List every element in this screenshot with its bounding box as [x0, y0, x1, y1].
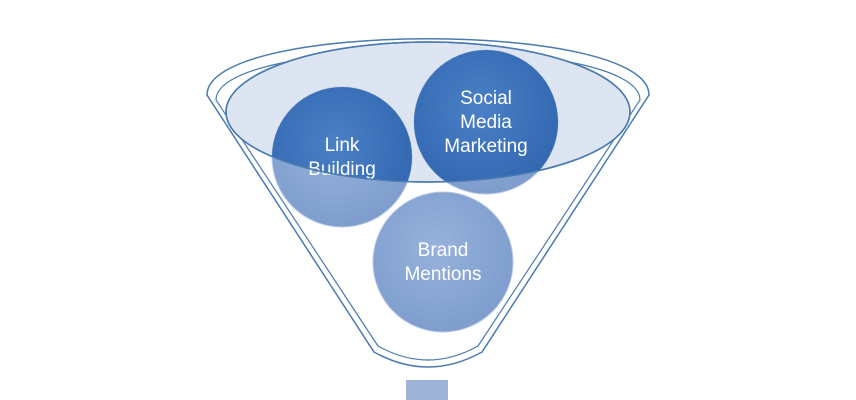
bubble-label-line: Brand — [418, 240, 469, 261]
bubble-social-media-marketing: Social Media Marketing — [413, 49, 559, 195]
bubble-label-line: Marketing — [444, 136, 527, 157]
funnel-spout — [406, 380, 448, 400]
bubble-label-line: Mentions — [404, 264, 481, 285]
bubble-label-line: Link — [325, 135, 360, 156]
bubble-label-line: Social — [460, 88, 512, 109]
bubble-label-line: Building — [308, 159, 376, 180]
bubble-brand-mentions: Brand Mentions — [372, 191, 514, 333]
funnel-inner-outline — [215, 49, 641, 361]
bubble-label-line: Media — [460, 112, 512, 133]
funnel-rim-outline — [225, 41, 631, 183]
bubble-link-building: Link Building — [271, 86, 413, 228]
